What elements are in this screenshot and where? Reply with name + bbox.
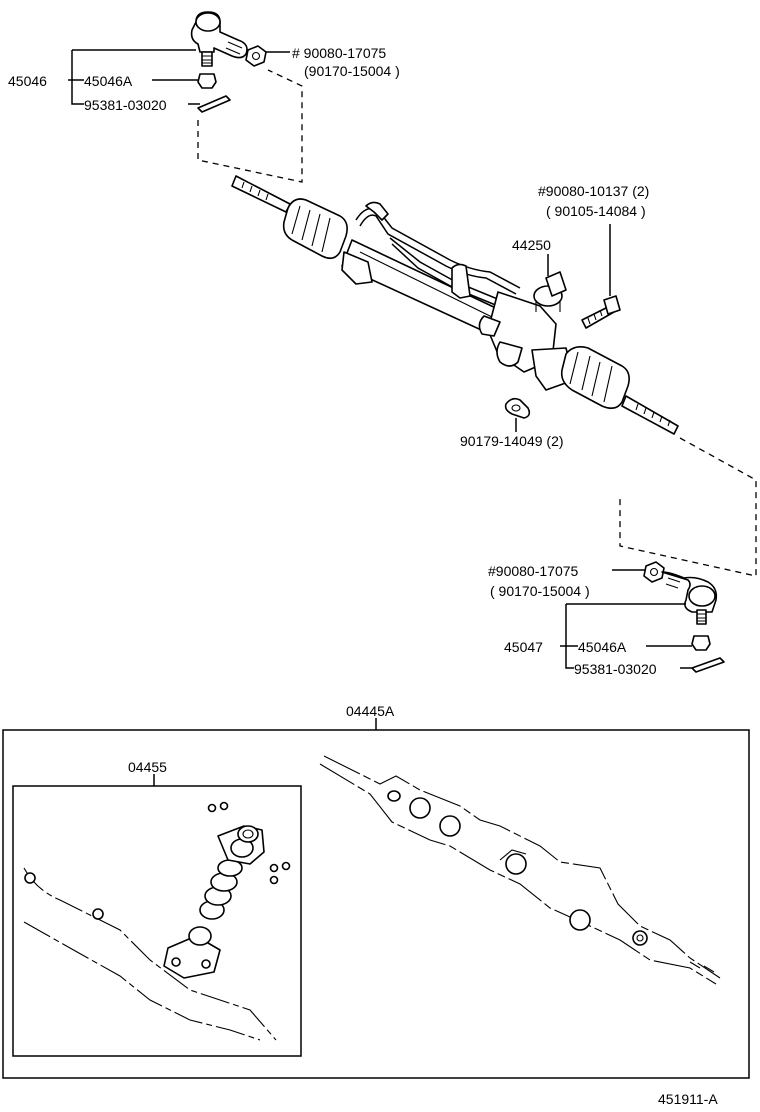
label-tie-end-left: 45046A (84, 73, 133, 89)
label-nut-upper-primary: # 90080-17075 (292, 45, 386, 61)
label-valve-housing: 44250 (512, 237, 551, 253)
cotter-pin-left (197, 95, 231, 113)
cotter-pin-right (691, 657, 725, 673)
gasket-kit-contents (319, 755, 721, 985)
label-gasket-kit: 04445A (346, 703, 395, 719)
castle-nut-left (197, 73, 217, 89)
valve-kit-contents (23, 801, 291, 1041)
steering-rack-housing (231, 175, 679, 435)
label-nut-lower-primary: #90080-17075 (488, 563, 579, 579)
gasket-kit-box (2, 729, 750, 1079)
label-tie-end-right-assy: 45047 (504, 639, 543, 655)
label-bolt-alt: ( 90105-14084 ) (546, 203, 646, 219)
grommet (504, 397, 531, 419)
label-cotter-pin-left: 95381-03020 (84, 97, 167, 113)
lock-nut-upper (245, 45, 267, 67)
lock-nut-lower (643, 561, 665, 583)
label-figure-id: 451911-A (658, 1091, 718, 1107)
label-nut-lower-alt: ( 90170-15004 ) (490, 583, 590, 599)
flange-bolt (581, 295, 621, 329)
valve-kit-box (12, 785, 302, 1057)
label-cotter-pin-right: 95381-03020 (574, 661, 657, 677)
label-tie-end-left-assy: 45046 (8, 73, 47, 89)
tie-rod-end-right (661, 571, 718, 625)
castle-nut-right (691, 635, 711, 651)
label-grommet: 90179-14049 (2) (460, 433, 564, 449)
label-valve-kit: 04455 (128, 759, 167, 775)
label-bolt-primary: #90080-10137 (2) (538, 183, 649, 199)
label-nut-upper-alt: (90170-15004 ) (304, 63, 400, 79)
tie-rod-end-left (190, 11, 248, 67)
label-tie-end-right: 45046A (578, 639, 627, 655)
